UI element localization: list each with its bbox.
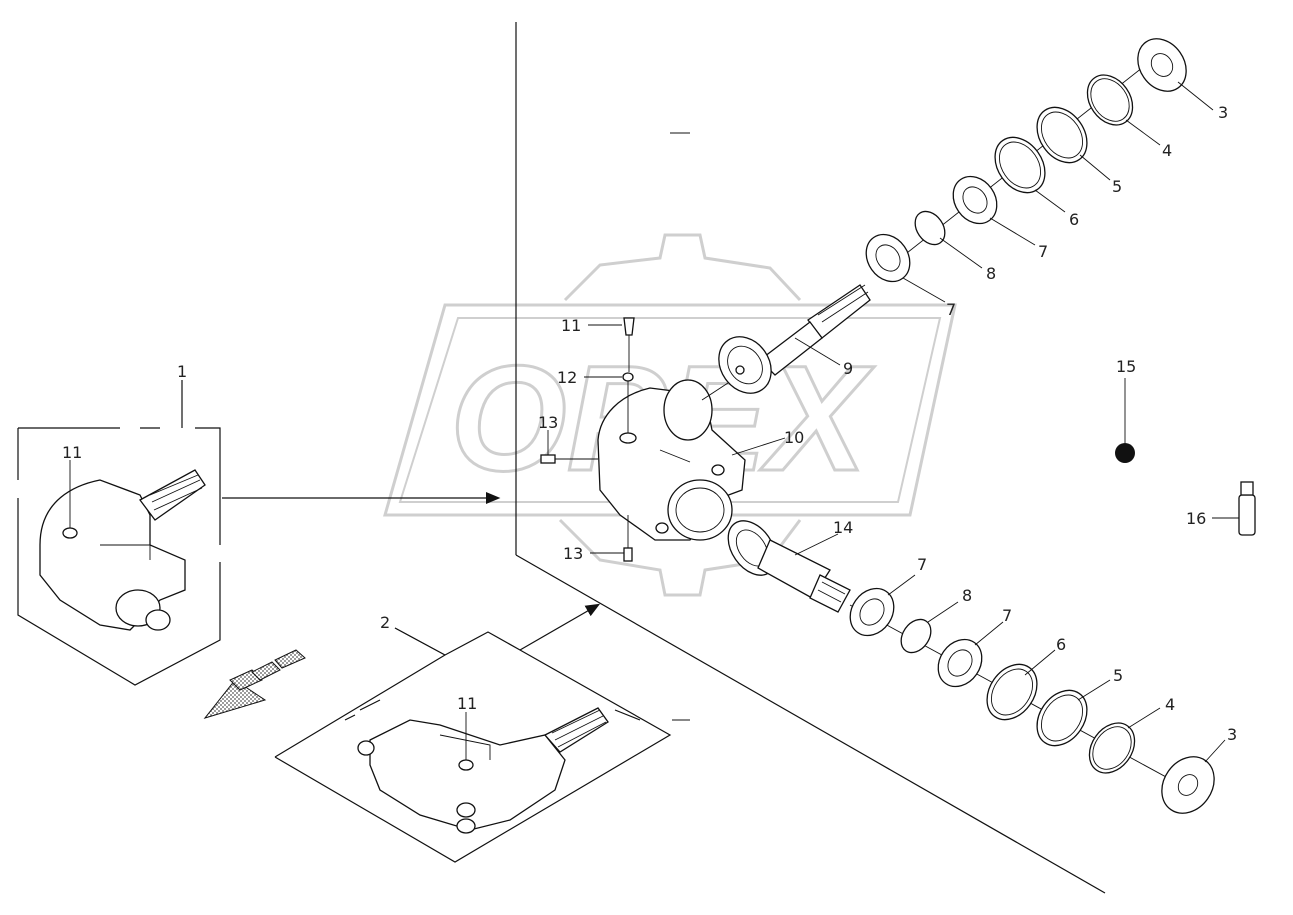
- callout-3-lower: 3: [1227, 725, 1237, 744]
- seal-3-lower: [1161, 756, 1215, 814]
- part-16-pin: [1238, 481, 1256, 536]
- callout-16: 16: [1186, 509, 1206, 528]
- perspective-plane: [515, 22, 1106, 894]
- breather-plug-11: [623, 317, 635, 372]
- part-15-grease-dot: [1115, 443, 1135, 463]
- callout-11-assembly-1: 11: [62, 443, 82, 462]
- callout-11-assembly-2: 11: [457, 694, 477, 713]
- callout-labels: 1 2 3 3 4 4 5 5 6 6 7 7 7 7 8 8 9 10 11 …: [62, 103, 1237, 744]
- seal-3-upper: [1137, 38, 1187, 92]
- callout-13-lower: 13: [563, 544, 583, 563]
- assembly-1-frame: [17, 380, 221, 686]
- plug-13-upper: [540, 454, 556, 464]
- callout-2: 2: [380, 613, 390, 632]
- bearing-7-lower-outer: [937, 638, 983, 688]
- callout-7-c: 7: [917, 555, 927, 574]
- callout-9: 9: [843, 359, 853, 378]
- gearbox-assembly-1: [39, 460, 206, 631]
- callout-4-upper: 4: [1162, 141, 1172, 160]
- ring-5-lower: [1036, 689, 1088, 747]
- circlip-4-upper: [1086, 74, 1134, 126]
- callout-12: 12: [557, 368, 577, 387]
- callout-5-upper: 5: [1112, 177, 1122, 196]
- gearbox-assembly-2: [357, 707, 609, 834]
- callout-5-lower: 5: [1113, 666, 1123, 685]
- ring-6-lower: [986, 663, 1038, 721]
- bearing-7-upper-outer: [952, 175, 998, 225]
- callout-6-lower: 6: [1056, 635, 1066, 654]
- callout-15: 15: [1116, 357, 1136, 376]
- callout-7-d: 7: [1002, 606, 1012, 625]
- callout-3-upper: 3: [1218, 103, 1228, 122]
- shaft-9: [701, 284, 871, 401]
- callout-14: 14: [833, 518, 853, 537]
- callout-13-upper: 13: [538, 413, 558, 432]
- callout-6-upper: 6: [1069, 210, 1079, 229]
- callout-8-lower: 8: [962, 586, 972, 605]
- bevel-gear-upper: [718, 336, 772, 394]
- sleeve-8-upper: [914, 210, 946, 246]
- sleeve-8-lower: [900, 618, 932, 654]
- callout-7-b: 7: [946, 300, 956, 319]
- callout-7-a: 7: [1038, 242, 1048, 261]
- plug-13-lower: [623, 547, 633, 562]
- callout-11-center: 11: [561, 316, 581, 335]
- shaft-14: [727, 520, 851, 613]
- callout-4-lower: 4: [1165, 695, 1175, 714]
- callout-10: 10: [784, 428, 804, 447]
- gear-housing: [597, 379, 746, 541]
- callout-1: 1: [177, 362, 187, 381]
- washer-12: [622, 372, 634, 382]
- bearing-7-upper-inner: [865, 233, 911, 283]
- bearing-7-lower-inner: [849, 587, 895, 637]
- direction-indicator-icon: [203, 649, 306, 719]
- callout-8-upper: 8: [986, 264, 996, 283]
- leader-lines: [394, 81, 1226, 763]
- arrow-assembly-2: [519, 603, 601, 651]
